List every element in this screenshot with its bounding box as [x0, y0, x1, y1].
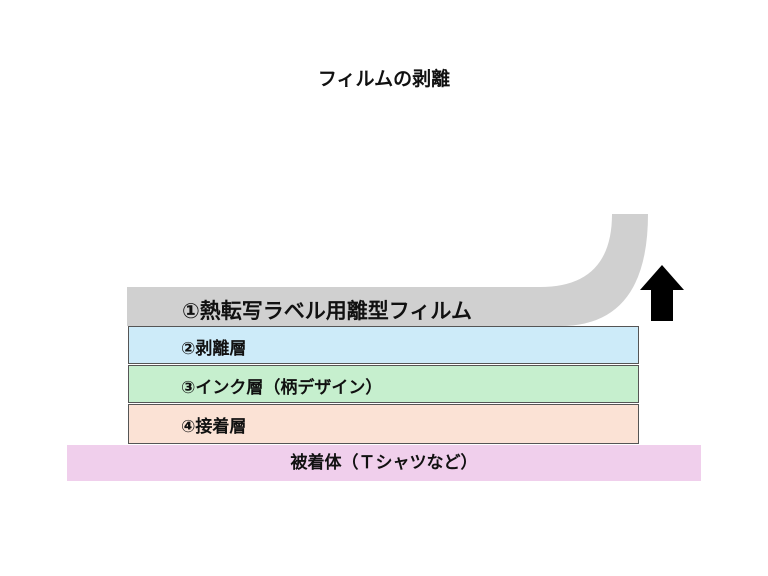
- release-layer: ②剥離層: [128, 326, 639, 364]
- film-label: ①熱転写ラベル用離型フィルム: [182, 299, 472, 323]
- arrow-up-icon: [640, 265, 684, 321]
- diagram-title: フィルムの剥離: [317, 68, 451, 90]
- ink-layer: ③インク層（柄デザイン）: [128, 365, 639, 403]
- adhesive-layer-label: ④接着層: [181, 417, 247, 437]
- adhesive-layer: ④接着層: [128, 404, 639, 444]
- ink-layer-label: ③インク層（柄デザイン）: [181, 378, 383, 398]
- substrate: 被着体（Ｔシャツなど）: [67, 445, 701, 481]
- release-layer-label: ②剥離層: [181, 339, 247, 359]
